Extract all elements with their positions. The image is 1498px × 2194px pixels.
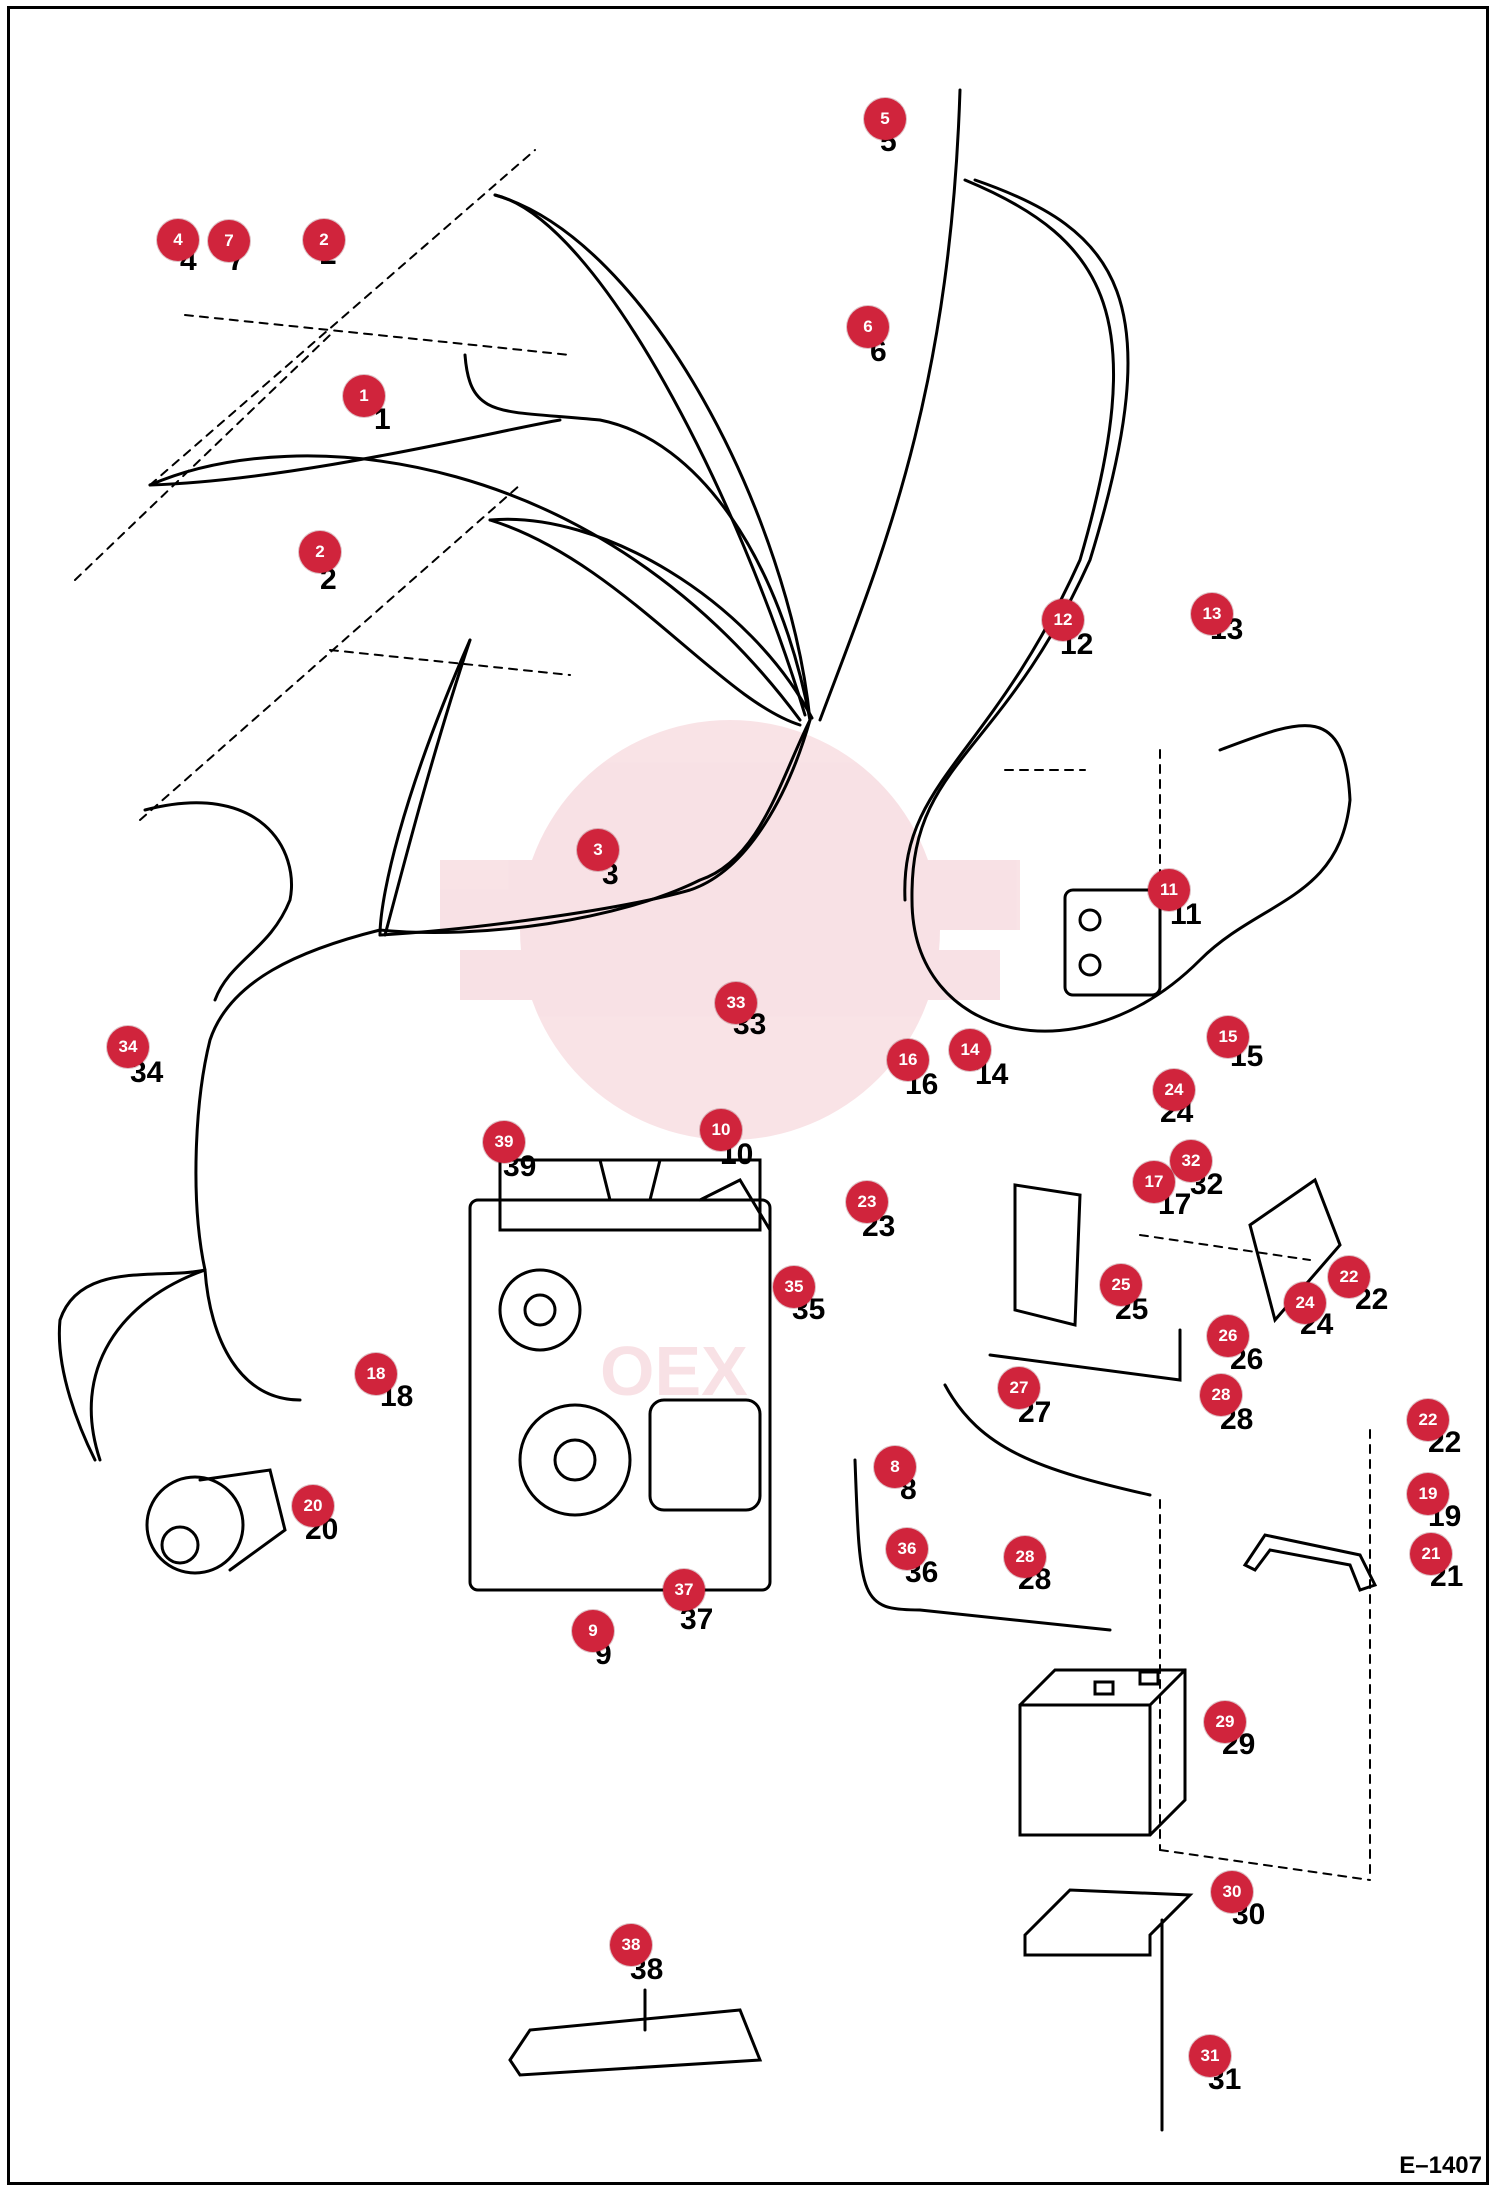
callout-badge[interactable]: 30	[1211, 1871, 1253, 1913]
callout-badge[interactable]: 28	[1004, 1536, 1046, 1578]
callout-badge[interactable]: 21	[1410, 1533, 1452, 1575]
sealant-tube	[508, 2008, 763, 2077]
callout-badge[interactable]: 26	[1207, 1315, 1249, 1357]
hold-down-bracket	[1242, 1533, 1378, 1592]
callout-badge[interactable]: 12	[1042, 599, 1084, 641]
callout-badge[interactable]: 8	[874, 1446, 916, 1488]
mounting-plate	[1013, 1183, 1082, 1327]
callout-badge[interactable]: 10	[700, 1109, 742, 1151]
battery	[1018, 1668, 1187, 1837]
callout-badge[interactable]: 11	[1148, 869, 1190, 911]
callout-badge[interactable]: 18	[355, 1353, 397, 1395]
callout-badge[interactable]: 25	[1100, 1264, 1142, 1306]
callout-badge[interactable]: 24	[1153, 1069, 1195, 1111]
battery-cable	[853, 1458, 1112, 1632]
callout-badge[interactable]: 24	[1284, 1282, 1326, 1324]
callout-badge[interactable]: 37	[663, 1569, 705, 1611]
upper-wire-harness	[57, 88, 1352, 1462]
callout-badge[interactable]: 15	[1207, 1016, 1249, 1058]
part-number-label: 1	[374, 403, 391, 436]
callout-badge[interactable]: 32	[1170, 1140, 1212, 1182]
callout-badge[interactable]: 27	[998, 1367, 1040, 1409]
callout-badge[interactable]: 34	[107, 1026, 149, 1068]
battery-tray	[1023, 1888, 1194, 1957]
callout-badge[interactable]: 36	[886, 1528, 928, 1570]
callout-badge[interactable]: 17	[1133, 1161, 1175, 1203]
callout-badge[interactable]: 19	[1407, 1473, 1449, 1515]
callout-badge[interactable]: 29	[1204, 1701, 1246, 1743]
callout-badge[interactable]: 35	[773, 1266, 815, 1308]
assembly-leader-lines	[74, 149, 1371, 1881]
callout-badge[interactable]: 1	[343, 375, 385, 417]
callout-badge[interactable]: 16	[887, 1039, 929, 1081]
callout-badge[interactable]: 4	[157, 219, 199, 261]
callout-badge[interactable]: 14	[949, 1029, 991, 1071]
callout-badge[interactable]: 22	[1328, 1256, 1370, 1298]
alternator	[145, 1468, 287, 1575]
watermark-logo	[440, 720, 1020, 1140]
starter-cable	[988, 1328, 1182, 1382]
callout-badge[interactable]: 39	[483, 1121, 525, 1163]
callout-badge[interactable]: 13	[1191, 593, 1233, 635]
callout-badge[interactable]: 7	[208, 220, 250, 262]
ground-cable	[943, 1383, 1152, 1497]
callout-badge[interactable]: 38	[610, 1924, 652, 1966]
callout-badge[interactable]: 2	[299, 531, 341, 573]
callout-badge[interactable]: 9	[572, 1610, 614, 1652]
drawing-code: E–1407	[1399, 2152, 1482, 2179]
callout-badge[interactable]: 2	[303, 219, 345, 261]
engine-block	[468, 1158, 772, 1592]
callout-badge[interactable]: 23	[846, 1181, 888, 1223]
callout-badge[interactable]: 6	[847, 306, 889, 348]
valve-block	[1063, 888, 1162, 997]
watermark-text: OEX	[600, 1332, 748, 1410]
callout-badge[interactable]: 31	[1189, 2035, 1231, 2077]
callout-badge[interactable]: 28	[1200, 1374, 1242, 1416]
callout-badge[interactable]: 3	[577, 829, 619, 871]
mounting-bracket	[1248, 1177, 1342, 1324]
callout-badge[interactable]: 20	[292, 1485, 334, 1527]
callout-badge[interactable]: 5	[864, 98, 906, 140]
callout-badge[interactable]: 22	[1407, 1399, 1449, 1441]
callout-badge[interactable]: 33	[715, 982, 757, 1024]
diagram-frame	[7, 6, 1489, 2185]
